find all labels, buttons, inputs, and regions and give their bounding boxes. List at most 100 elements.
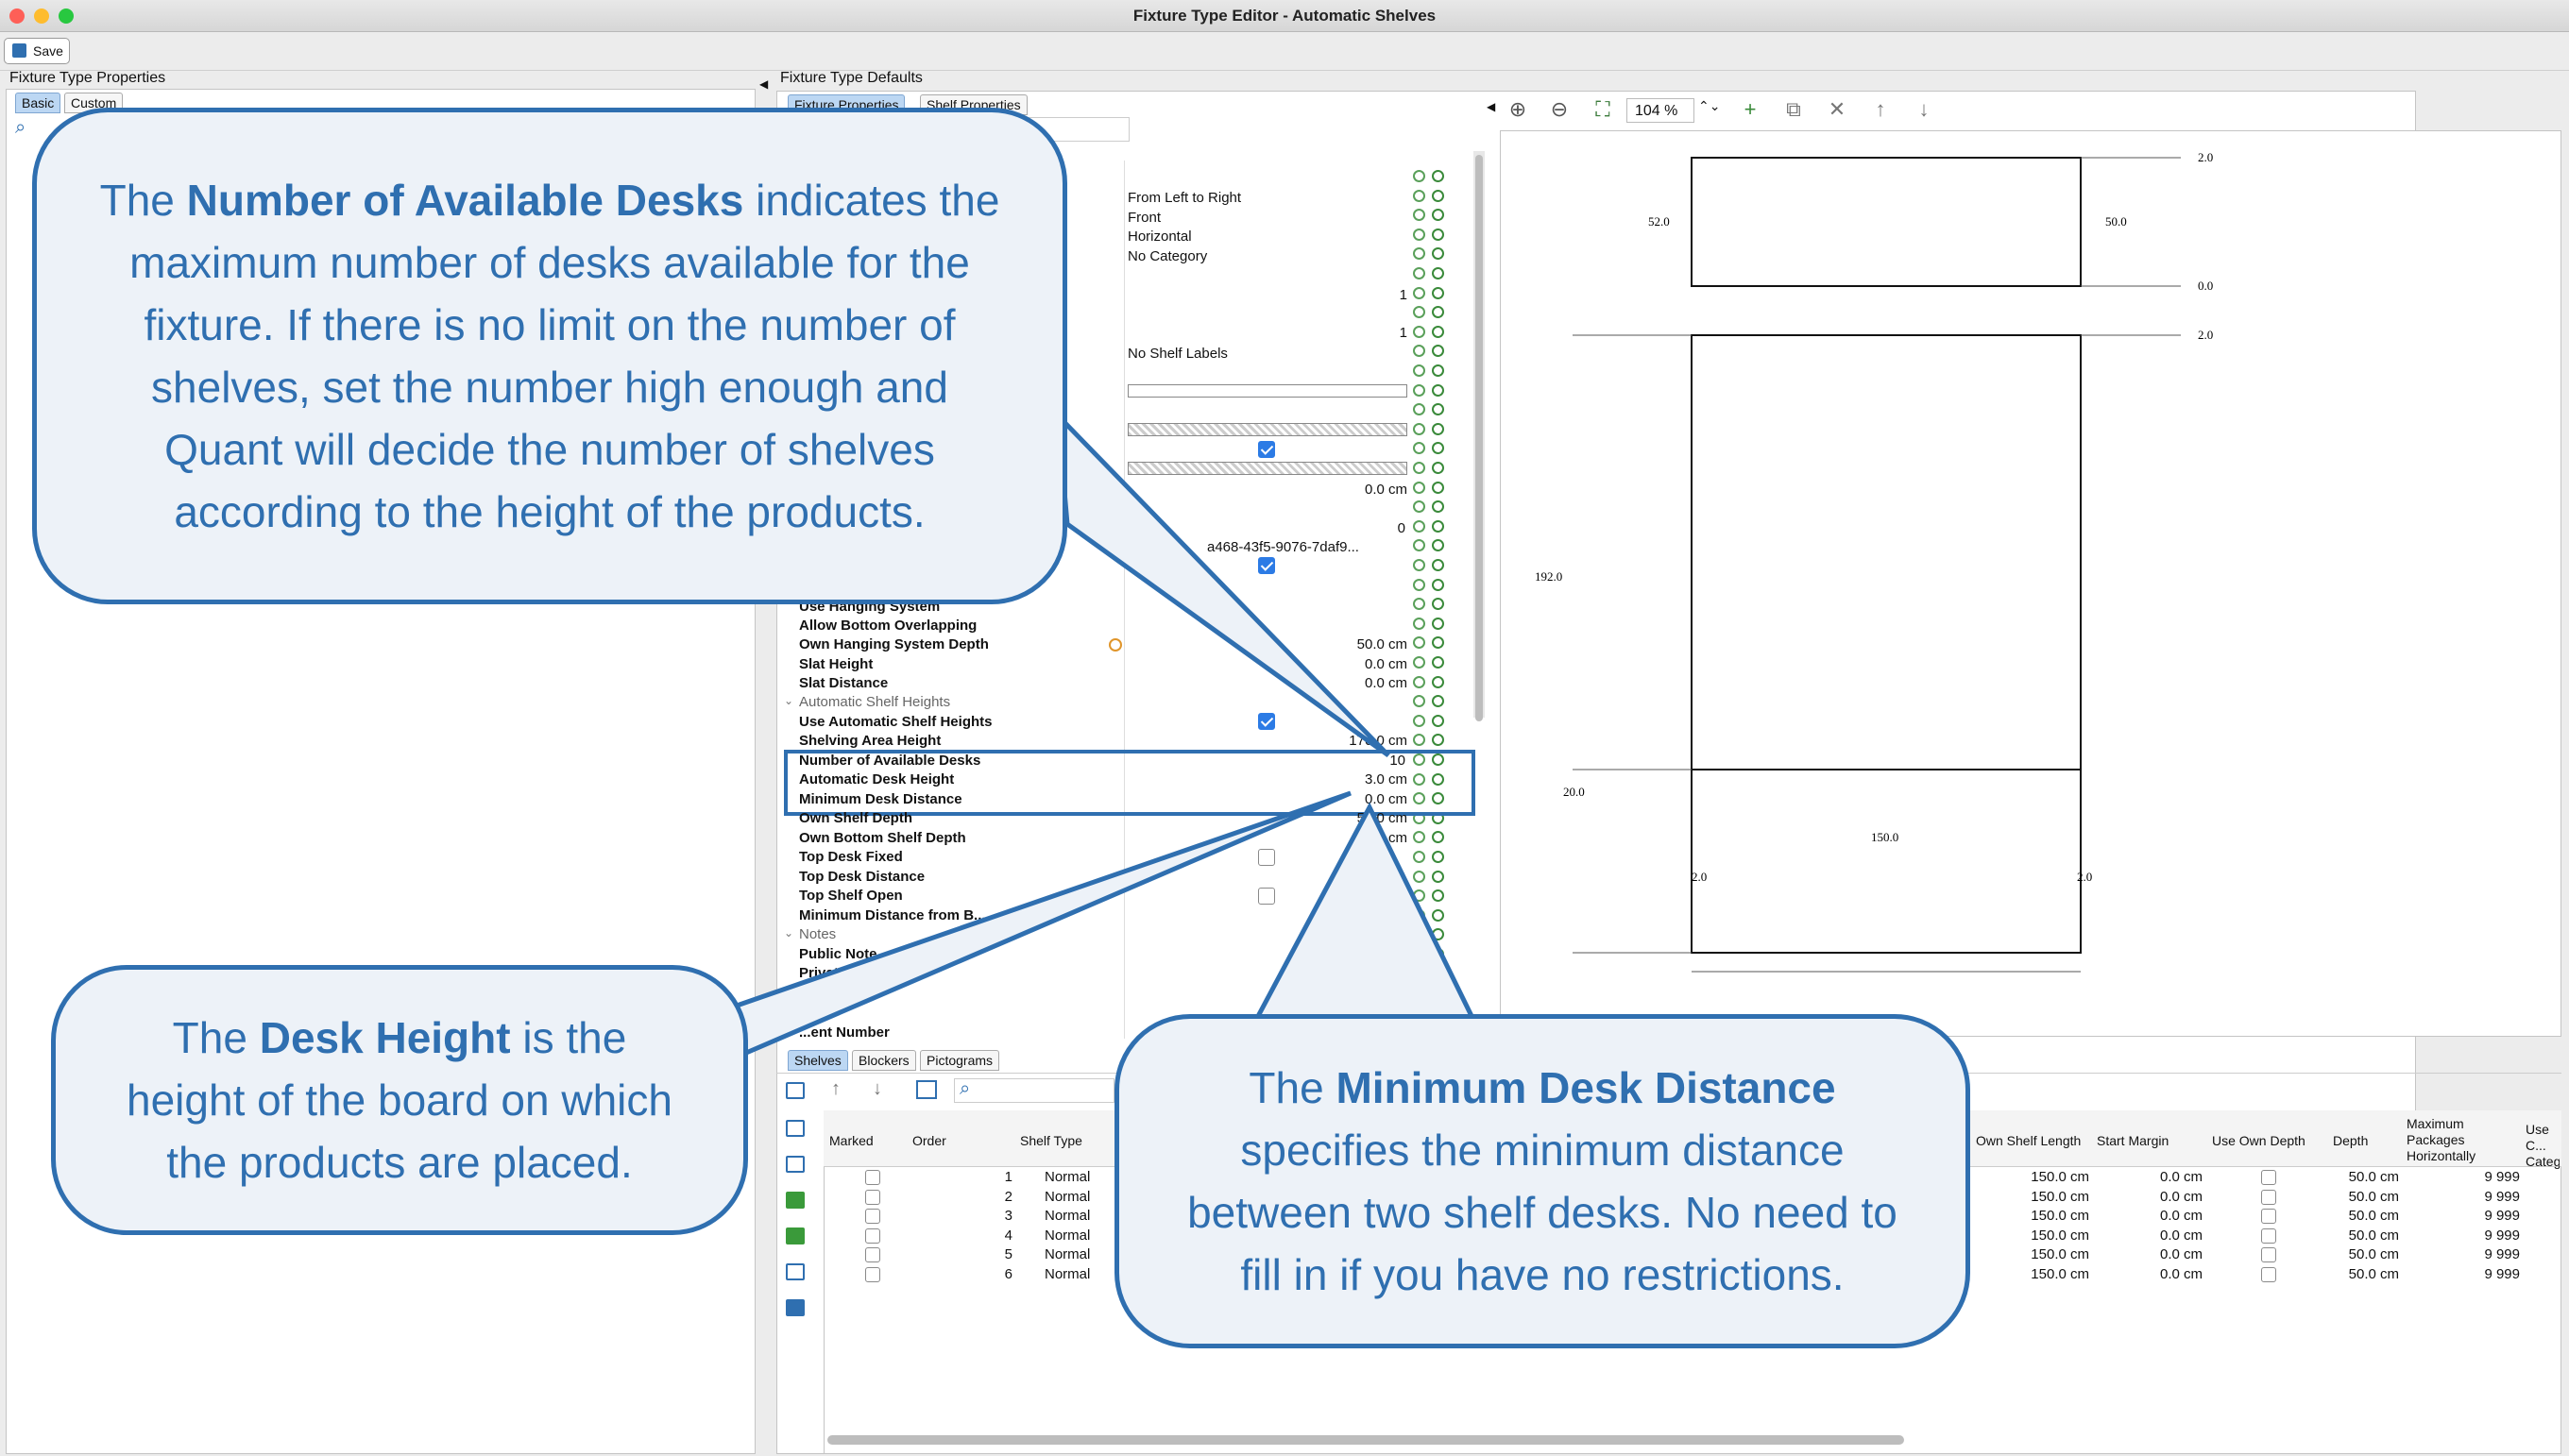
use-own-depth-checkbox[interactable] — [2261, 1266, 2276, 1282]
depth-cell[interactable]: 50.0 cm — [2348, 1246, 2399, 1262]
reset-icon[interactable] — [1413, 598, 1425, 611]
shelf-labels-value[interactable]: No Shelf Labels — [1128, 346, 1228, 362]
use-own-depth-checkbox[interactable] — [2261, 1170, 2276, 1185]
apply-icon[interactable] — [1432, 481, 1444, 494]
header-use-categ[interactable]: Use C... Categ... — [2526, 1122, 2560, 1169]
depth-cell[interactable]: 50.0 cm — [2348, 1169, 2399, 1185]
marked-checkbox[interactable] — [865, 1209, 880, 1224]
duplicate-icon[interactable] — [786, 1156, 805, 1173]
apply-icon[interactable] — [1432, 306, 1444, 319]
apply-icon[interactable] — [1432, 617, 1444, 630]
apply-icon[interactable] — [1432, 578, 1444, 591]
search-icon[interactable]: ⌕ — [15, 117, 26, 138]
apply-icon[interactable] — [1432, 247, 1444, 261]
start-margin-cell[interactable]: 0.0 cm — [2159, 1208, 2203, 1224]
reset-icon[interactable] — [1413, 695, 1425, 708]
reset-icon[interactable] — [1413, 462, 1425, 474]
apply-icon[interactable] — [1432, 675, 1444, 688]
own-shelf-length-cell[interactable]: 150.0 cm — [2031, 1227, 2089, 1244]
table-search-input[interactable] — [954, 1078, 1114, 1103]
own-hanging-depth-value[interactable]: 50.0 cm — [1356, 636, 1407, 652]
reset-icon[interactable] — [1413, 519, 1425, 533]
reset-icon[interactable] — [1413, 734, 1425, 747]
reset-icon[interactable] — [1413, 753, 1425, 766]
reset-icon[interactable] — [1413, 617, 1425, 630]
apply-icon[interactable] — [1432, 831, 1444, 844]
reset-icon[interactable] — [1413, 403, 1425, 416]
shelf-type-cell[interactable]: Normal — [1045, 1265, 1091, 1282]
own-shelf-length-cell[interactable]: 150.0 cm — [2031, 1265, 2089, 1282]
pattern-swatch[interactable] — [1128, 423, 1407, 436]
shelf-type-cell[interactable]: Normal — [1045, 1227, 1091, 1244]
reset-icon[interactable] — [1413, 383, 1425, 397]
add-row-icon[interactable] — [786, 1120, 805, 1137]
header-own-shelf-length[interactable]: Own Shelf Length — [1976, 1133, 2082, 1148]
use-own-depth-checkbox[interactable] — [2261, 1189, 2276, 1205]
desk-height-value[interactable]: 3.0 cm — [1364, 771, 1407, 787]
apply-icon[interactable] — [1432, 170, 1444, 182]
tab-pictograms[interactable]: Pictograms — [920, 1050, 1000, 1071]
value-2[interactable]: 1 — [1399, 325, 1407, 341]
order-cell[interactable]: 6 — [1004, 1265, 1012, 1282]
depth-cell[interactable]: 50.0 cm — [2348, 1265, 2399, 1282]
apply-icon[interactable] — [1432, 851, 1444, 863]
apply-icon[interactable] — [1432, 345, 1444, 358]
header-start-margin[interactable]: Start Margin — [2097, 1133, 2169, 1148]
category-value[interactable]: No Category — [1128, 248, 1208, 264]
apply-icon[interactable] — [1432, 519, 1444, 533]
max-packages-cell[interactable]: 9 999 — [2484, 1188, 2520, 1205]
apply-icon[interactable] — [1432, 753, 1444, 766]
info-icon[interactable] — [1109, 638, 1122, 652]
zoom-out-icon[interactable]: ⊖ — [1550, 97, 1569, 121]
guid-value[interactable]: a468-43f5-9076-7daf9... — [1207, 539, 1359, 555]
move-up-icon[interactable]: ↑ — [831, 1078, 841, 1099]
tab-shelves[interactable]: Shelves — [788, 1050, 848, 1071]
shelf-type-cell[interactable]: Normal — [1045, 1208, 1091, 1224]
zero-value[interactable]: 0 — [1397, 520, 1405, 536]
close-window-button[interactable] — [9, 8, 25, 24]
shelf-type-cell[interactable]: Normal — [1045, 1246, 1091, 1262]
add-icon[interactable]: + — [1744, 97, 1757, 121]
reset-icon[interactable] — [1413, 228, 1425, 241]
apply-icon[interactable] — [1432, 209, 1444, 222]
apply-icon[interactable] — [1432, 889, 1444, 903]
reset-icon[interactable] — [1413, 500, 1425, 514]
start-margin-cell[interactable]: 0.0 cm — [2159, 1246, 2203, 1262]
own-shelf-length-cell[interactable]: 150.0 cm — [2031, 1188, 2089, 1205]
checkbox-1[interactable] — [1258, 441, 1275, 458]
reset-icon[interactable] — [1413, 189, 1425, 202]
max-packages-cell[interactable]: 9 999 — [2484, 1169, 2520, 1185]
apply-icon[interactable] — [1432, 325, 1444, 338]
reset-icon[interactable] — [1413, 364, 1425, 377]
group-automatic-shelf-heights[interactable]: Automatic Shelf Heights — [799, 694, 951, 710]
save-button[interactable]: Save — [4, 38, 70, 64]
reset-icon[interactable] — [1413, 267, 1425, 279]
zoom-window-button[interactable] — [59, 8, 74, 24]
max-packages-cell[interactable]: 9 999 — [2484, 1208, 2520, 1224]
slat-height-value[interactable]: 0.0 cm — [1364, 656, 1407, 672]
move-down-icon[interactable]: ↓ — [1918, 97, 1930, 121]
start-margin-cell[interactable]: 0.0 cm — [2159, 1265, 2203, 1282]
apply-icon[interactable] — [1432, 908, 1444, 922]
apply-icon[interactable] — [1432, 462, 1444, 474]
apply-icon[interactable] — [1432, 539, 1444, 552]
copy-icon[interactable]: ⧉ — [1786, 97, 1801, 121]
color-swatch[interactable] — [1128, 384, 1407, 398]
apply-icon[interactable] — [1432, 403, 1444, 416]
own-shelf-length-cell[interactable]: 150.0 cm — [2031, 1169, 2089, 1185]
apply-icon[interactable] — [1432, 500, 1444, 514]
apply-icon[interactable] — [1432, 695, 1444, 708]
reset-icon[interactable] — [1413, 675, 1425, 688]
reset-icon[interactable] — [1413, 286, 1425, 299]
header-use-own-depth[interactable]: Use Own Depth — [2212, 1133, 2305, 1148]
order-cell[interactable]: 4 — [1004, 1227, 1012, 1244]
reset-icon[interactable] — [1413, 209, 1425, 222]
reset-icon[interactable] — [1413, 306, 1425, 319]
apply-icon[interactable] — [1432, 598, 1444, 611]
marked-checkbox[interactable] — [865, 1170, 880, 1185]
orientation-value[interactable]: Horizontal — [1128, 229, 1192, 245]
order-cell[interactable]: 3 — [1004, 1208, 1012, 1224]
start-margin-cell[interactable]: 0.0 cm — [2159, 1227, 2203, 1244]
depth-cell[interactable]: 50.0 cm — [2348, 1208, 2399, 1224]
